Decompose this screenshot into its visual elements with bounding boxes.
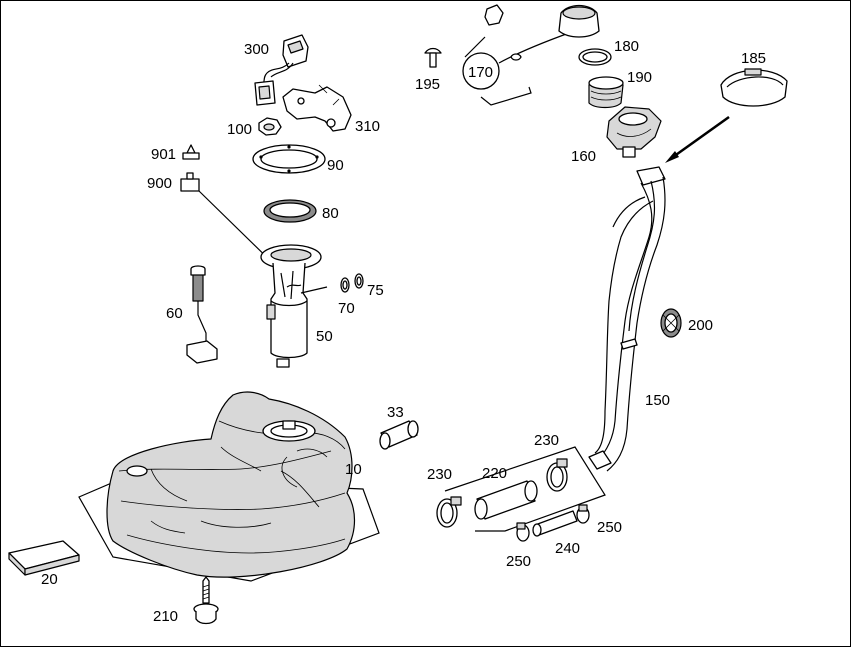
label-230-right: 230 — [534, 432, 559, 449]
label-75: 75 — [367, 282, 384, 299]
label-240: 240 — [555, 540, 580, 557]
part-240-hose — [532, 510, 578, 537]
part-90-sealing-ring — [252, 144, 326, 174]
label-185: 185 — [741, 50, 766, 67]
part-190-ring — [588, 76, 624, 109]
part-185-clip-ring — [720, 68, 788, 107]
part-80-o-ring — [263, 199, 317, 223]
label-160: 160 — [571, 148, 596, 165]
part-100-nut — [258, 117, 282, 136]
part-220-hose — [474, 480, 538, 520]
label-10: 10 — [345, 461, 362, 478]
part-20-pad — [8, 540, 80, 576]
label-220: 220 — [482, 465, 507, 482]
part-60-level-sensor — [186, 265, 218, 364]
part-75-seal — [354, 273, 364, 289]
part-200-grommet — [660, 308, 682, 338]
label-90: 90 — [327, 157, 344, 174]
label-300: 300 — [244, 41, 269, 58]
label-190: 190 — [627, 69, 652, 86]
part-300-wiring-connector — [254, 34, 309, 106]
label-180: 180 — [614, 38, 639, 55]
part-210-bolt — [193, 576, 219, 625]
part-250-clip-right — [576, 504, 590, 524]
part-10-fuel-tank — [78, 391, 380, 582]
label-20: 20 — [41, 571, 58, 588]
part-70-seal — [340, 277, 350, 293]
hose-group-frame — [444, 446, 606, 532]
label-250-left: 250 — [506, 553, 531, 570]
label-200: 200 — [688, 317, 713, 334]
label-310: 310 — [355, 118, 380, 135]
label-901: 901 — [151, 146, 176, 163]
part-901-clip — [182, 144, 200, 160]
part-180-seal — [578, 48, 612, 66]
label-210: 210 — [153, 608, 178, 625]
label-70: 70 — [338, 300, 355, 317]
part-33-sleeve — [379, 420, 419, 450]
part-230-clamp-left — [436, 496, 462, 528]
label-900: 900 — [147, 175, 172, 192]
part-170-cap-group — [464, 4, 600, 106]
label-50: 50 — [316, 328, 333, 345]
label-195: 195 — [415, 76, 440, 93]
assembly-arrow — [665, 115, 730, 163]
label-150: 150 — [645, 392, 670, 409]
part-310-bracket — [282, 84, 352, 132]
part-230-clamp-right — [546, 458, 568, 492]
label-33: 33 — [387, 404, 404, 421]
part-195-pin — [424, 47, 442, 68]
label-250-right: 250 — [597, 519, 622, 536]
label-100: 100 — [227, 121, 252, 138]
callout-170: 170 — [462, 52, 500, 90]
label-170: 170 — [468, 64, 493, 81]
part-160-filler-neck — [606, 106, 662, 158]
part-150-filler-pipe — [588, 166, 666, 472]
part-250-clip-left — [516, 522, 530, 542]
label-60: 60 — [166, 305, 183, 322]
part-50-fuel-pump-module — [260, 244, 328, 368]
label-80: 80 — [322, 205, 339, 222]
label-230-left: 230 — [427, 466, 452, 483]
